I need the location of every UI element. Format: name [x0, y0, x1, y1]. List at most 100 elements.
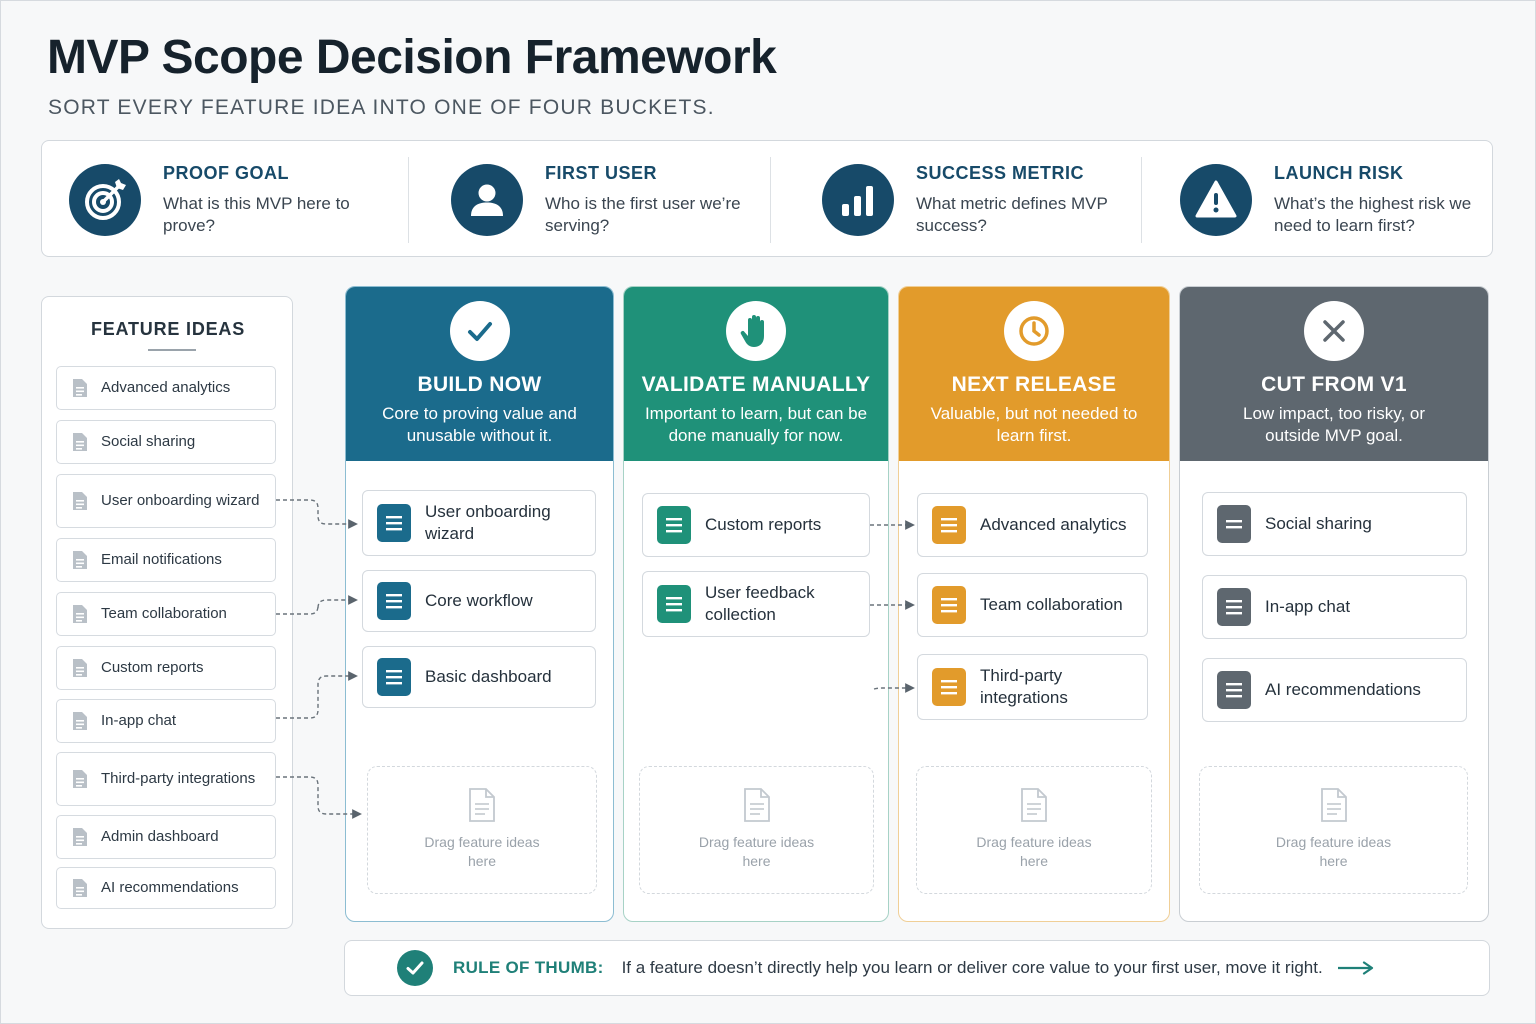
checkmark-icon — [449, 301, 510, 361]
drop-zone-label: Drag feature ideas here — [698, 834, 815, 869]
bar-chart-icon — [822, 163, 894, 236]
feature-card[interactable]: In-app chat — [1202, 575, 1467, 639]
document-icon — [743, 788, 770, 822]
divider — [408, 157, 409, 243]
question-desc: Who is the first user we’re serving? — [545, 193, 741, 235]
questions-panel: PROOF GOAL What is this MVP here to prov… — [41, 140, 1493, 257]
user-icon — [451, 163, 523, 236]
feature-idea-label: In-app chat — [101, 712, 177, 729]
feature-idea-item[interactable]: Admin dashboard — [56, 815, 276, 859]
list-icon — [1217, 671, 1251, 709]
question-desc: What is this MVP here to prove? — [163, 193, 350, 235]
question-proof-goal: PROOF GOAL What is this MVP here to prov… — [69, 141, 363, 258]
feature-card[interactable]: Third-party integrations — [917, 654, 1148, 720]
drop-zone-label: Drag feature ideas here — [424, 834, 540, 869]
document-icon — [73, 433, 87, 451]
divider — [770, 157, 771, 243]
feature-card-label: In-app chat — [1265, 597, 1351, 616]
feature-card[interactable]: Custom reports — [642, 493, 870, 557]
feature-card-label: Custom reports — [705, 515, 822, 534]
column-desc: Valuable, but not needed to learn first. — [930, 404, 1138, 445]
feature-card[interactable]: User feedback collection — [642, 571, 870, 637]
clock-icon — [1004, 301, 1064, 361]
list-icon — [377, 582, 411, 620]
document-icon — [73, 659, 87, 677]
column-title: NEXT RELEASE — [951, 373, 1117, 396]
feature-card[interactable]: Social sharing — [1202, 492, 1467, 556]
document-icon — [1021, 788, 1047, 822]
feature-card-label: AI recommendations — [1265, 680, 1421, 699]
feature-card-label: Social sharing — [1265, 514, 1372, 533]
feature-card-label: User onboarding wizard — [425, 502, 551, 543]
drop-zone[interactable]: Drag feature ideas here — [639, 766, 874, 894]
feature-idea-item[interactable]: Advanced analytics — [56, 366, 276, 410]
feature-card[interactable]: User onboarding wizard — [362, 490, 596, 556]
document-icon — [469, 788, 495, 822]
list-icon — [932, 668, 966, 706]
check-circle-icon — [397, 950, 433, 986]
divider — [1141, 157, 1142, 243]
feature-idea-label: Team collaboration — [101, 605, 227, 622]
column-validate-manually: VALIDATE MANUALLY Important to learn, bu… — [623, 286, 889, 922]
column-desc: Core to proving value and unusable witho… — [382, 404, 577, 445]
feature-idea-item[interactable]: Team collaboration — [56, 592, 276, 636]
feature-idea-label: Email notifications — [101, 551, 222, 568]
feature-card[interactable]: AI recommendations — [1202, 658, 1467, 722]
drop-zone-label: Drag feature ideas here — [1275, 834, 1392, 869]
feature-card-label: Third-party integrations — [980, 666, 1068, 707]
feature-card[interactable]: Core workflow — [362, 570, 596, 632]
feature-idea-item[interactable]: Email notifications — [56, 538, 276, 582]
rule-text: If a feature doesn’t directly help you l… — [621, 958, 1323, 977]
drop-zone[interactable]: Drag feature ideas here — [367, 766, 597, 894]
column-header: CUT FROM V1 Low impact, too risky, or ou… — [1180, 287, 1488, 461]
feature-card[interactable]: Advanced analytics — [917, 493, 1148, 557]
feature-ideas-title: FEATURE IDEAS — [90, 319, 246, 339]
document-icon — [1320, 788, 1347, 822]
feature-idea-label: User onboarding wizard — [101, 492, 260, 509]
column-title: VALIDATE MANUALLY — [641, 373, 871, 396]
feature-ideas-panel: FEATURE IDEAS Advanced analytics Social … — [41, 296, 293, 929]
column-build-now: BUILD NOW Core to proving value and unus… — [345, 286, 614, 922]
page-subtitle: SORT EVERY FEATURE IDEA INTO ONE OF FOUR… — [48, 96, 715, 119]
page-title: MVP Scope Decision Framework — [47, 31, 777, 84]
column-title: BUILD NOW — [417, 373, 542, 396]
document-icon — [73, 770, 87, 788]
list-icon — [377, 658, 411, 696]
document-icon — [73, 379, 87, 397]
column-header: NEXT RELEASE Valuable, but not needed to… — [899, 287, 1169, 461]
question-title: FIRST USER — [545, 162, 658, 183]
feature-card-label: Team collaboration — [980, 595, 1123, 614]
document-icon — [73, 551, 87, 569]
warning-icon — [1180, 163, 1252, 236]
feature-idea-item[interactable]: Custom reports — [56, 646, 276, 690]
feature-card-label: Advanced analytics — [980, 515, 1127, 534]
question-title: PROOF GOAL — [163, 162, 289, 183]
target-icon — [69, 163, 141, 236]
column-cut-from-v1: CUT FROM V1 Low impact, too risky, or ou… — [1179, 286, 1489, 922]
drop-zone[interactable]: Drag feature ideas here — [1199, 766, 1468, 894]
list-icon — [1217, 505, 1251, 543]
feature-idea-item[interactable]: Social sharing — [56, 420, 276, 464]
feature-idea-item[interactable]: Third-party integrations — [56, 752, 276, 806]
drop-zone-label: Drag feature ideas here — [976, 834, 1092, 869]
column-header: VALIDATE MANUALLY Important to learn, bu… — [624, 287, 888, 461]
question-first-user: FIRST USER Who is the first user we’re s… — [451, 141, 745, 258]
list-icon — [657, 585, 691, 623]
list-icon — [932, 586, 966, 624]
column-desc: Important to learn, but can be done manu… — [644, 404, 868, 445]
arrow-right-icon — [1337, 961, 1373, 975]
document-icon — [73, 879, 87, 897]
column-title: CUT FROM V1 — [1261, 373, 1407, 396]
question-desc: What metric defines MVP success? — [916, 193, 1108, 235]
column-desc: Low impact, too risky, or outside MVP go… — [1242, 404, 1426, 445]
feature-idea-item[interactable]: In-app chat — [56, 699, 276, 743]
rule-of-thumb-banner: RULE OF THUMB: If a feature doesn’t dire… — [344, 940, 1490, 996]
feature-idea-label: AI recommendations — [101, 879, 239, 896]
drop-zone[interactable]: Drag feature ideas here — [916, 766, 1152, 894]
feature-idea-item[interactable]: AI recommendations — [56, 867, 276, 909]
feature-card[interactable]: Basic dashboard — [362, 646, 596, 708]
document-icon — [73, 828, 87, 846]
feature-idea-item[interactable]: User onboarding wizard — [56, 474, 276, 528]
feature-card[interactable]: Team collaboration — [917, 573, 1148, 637]
column-header: BUILD NOW Core to proving value and unus… — [346, 287, 613, 461]
